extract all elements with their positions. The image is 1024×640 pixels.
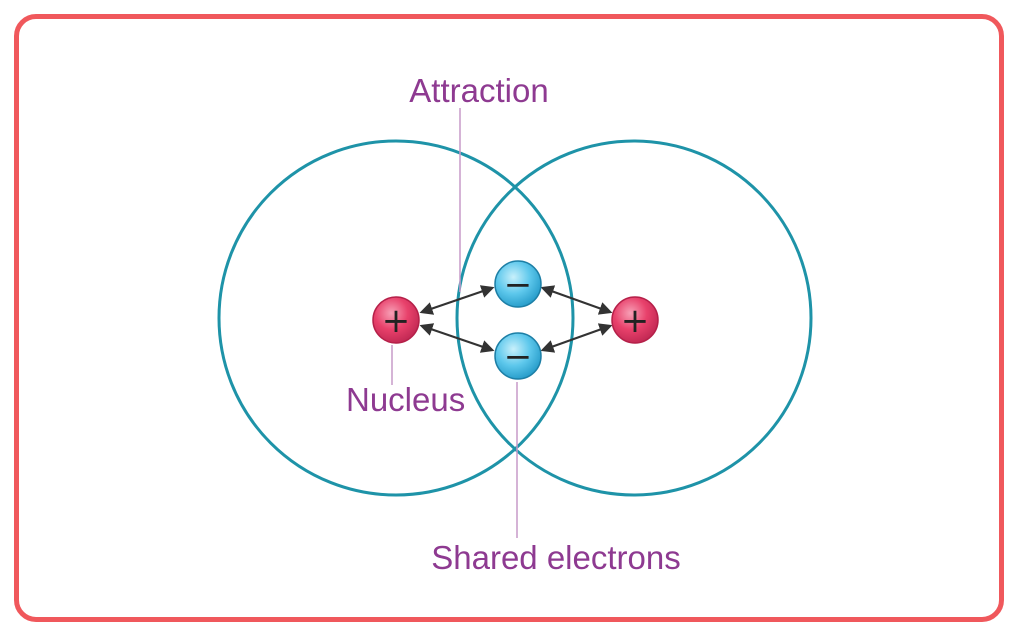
attraction-arrow-left-top (419, 285, 495, 315)
attraction-arrow-right-top (540, 285, 613, 315)
electron-top-minus-sign: − (504, 265, 533, 305)
diagram-frame (14, 14, 1004, 622)
nucleus-label: Nucleus (346, 381, 465, 418)
attraction-arrow-left-bottom (419, 323, 495, 353)
attraction-label: Attraction (409, 72, 548, 109)
shared-electron-bottom: − (494, 332, 542, 380)
shared-electron-top: − (494, 260, 542, 308)
right-atom-orbit (455, 139, 813, 497)
left-nucleus-plus-sign: + (382, 301, 411, 341)
left-nucleus: + (372, 296, 420, 344)
attraction-arrow-right-bottom (540, 323, 613, 353)
right-nucleus: + (611, 296, 659, 344)
left-atom-orbit (217, 139, 575, 497)
right-nucleus-plus-sign: + (621, 301, 650, 341)
shared-electrons-label: Shared electrons (431, 539, 680, 576)
electron-bottom-minus-sign: − (504, 337, 533, 377)
